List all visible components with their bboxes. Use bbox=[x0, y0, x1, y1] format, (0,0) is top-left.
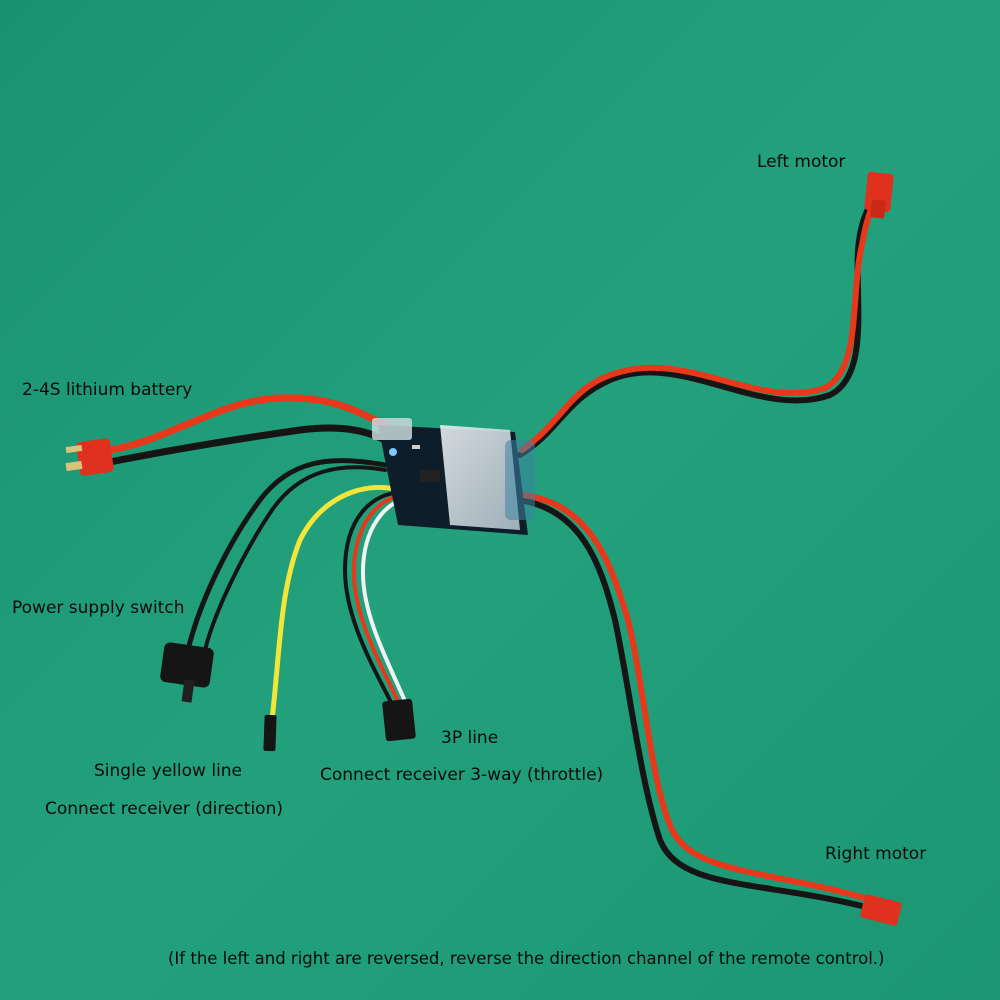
three-p-label: 3P line bbox=[441, 728, 499, 748]
left-motor-wire bbox=[517, 192, 881, 458]
right-motor-label: Right motor bbox=[825, 844, 927, 864]
power-switch-label: Power supply switch bbox=[12, 598, 185, 618]
power-switch bbox=[160, 642, 214, 703]
left-motor-connector bbox=[864, 172, 894, 219]
right-motor-wire bbox=[517, 492, 875, 911]
t-plug-connector bbox=[65, 438, 114, 476]
right-motor-connector bbox=[860, 894, 902, 926]
power-switch-wire bbox=[185, 458, 388, 653]
battery-wire bbox=[106, 394, 389, 466]
three-p-wire bbox=[342, 490, 415, 712]
three-p-sublabel: Connect receiver 3-way (throttle) bbox=[320, 765, 604, 785]
three-p-connector bbox=[382, 698, 416, 742]
esc-board bbox=[372, 418, 535, 535]
yellow-signal-wire bbox=[269, 484, 403, 723]
battery-label: 2-4S lithium battery bbox=[22, 380, 193, 400]
yellow-line-label: Single yellow line bbox=[94, 761, 243, 781]
yellow-wire-pin bbox=[263, 714, 277, 752]
left-motor-label: Left motor bbox=[757, 152, 846, 172]
reversal-note: (If the left and right are reversed, rev… bbox=[168, 949, 885, 968]
yellow-line-sublabel: Connect receiver (direction) bbox=[45, 799, 283, 819]
